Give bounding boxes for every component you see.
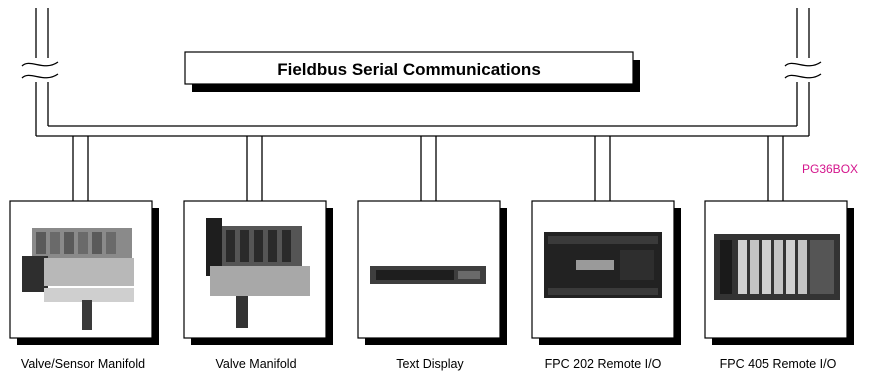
fpc405-remote-io-photo (714, 234, 840, 300)
valve-manifold-photo (206, 218, 310, 328)
device-fpc405-remote-io (704, 200, 854, 345)
device-text-display (357, 200, 507, 345)
device-valve-manifold (183, 200, 333, 345)
bus-break-symbol-right (784, 61, 822, 79)
device-label-text-display: Text Display (396, 357, 464, 371)
device-label-fpc405: FPC 405 Remote I/O (720, 357, 837, 371)
valve-sensor-manifold-photo (22, 228, 134, 330)
bus-title-box: Fieldbus Serial Communications (184, 51, 640, 92)
bus-drops (72, 136, 784, 201)
device-label-valve-sensor-manifold: Valve/Sensor Manifold (21, 357, 145, 371)
fpc202-remote-io-photo (544, 232, 662, 298)
fieldbus-trunk (35, 8, 810, 137)
text-display-photo (370, 266, 486, 284)
device-valve-sensor-manifold (9, 200, 159, 345)
figure-code-label: PG36BOX (802, 162, 858, 176)
bus-title-text: Fieldbus Serial Communications (277, 60, 541, 79)
device-label-fpc202: FPC 202 Remote I/O (545, 357, 662, 371)
bus-break-symbol-left (21, 61, 59, 79)
device-fpc202-remote-io (531, 200, 681, 345)
device-label-valve-manifold: Valve Manifold (215, 357, 296, 371)
